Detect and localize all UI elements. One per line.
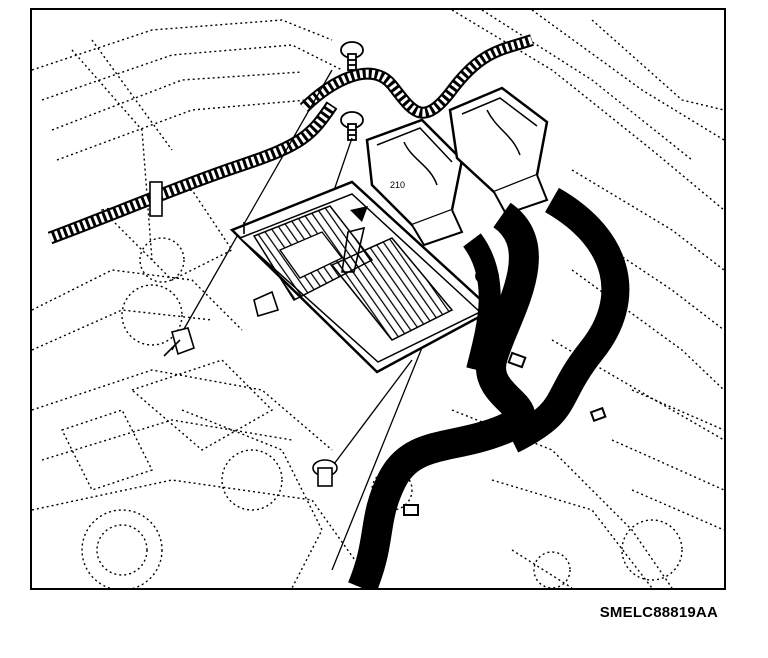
mounting-stud-left [163,327,195,357]
ecm-connector-right [448,86,549,216]
bolt-upper [340,41,364,71]
harness-clips [403,351,607,516]
mounting-stud-lower [312,459,338,487]
engine-control-module-icon [229,180,495,374]
engine-background [32,10,724,588]
upper-harness [299,34,534,119]
svg-text:210: 210 [390,180,405,190]
illustration-frame: 210 [30,8,726,590]
left-wiring-harness [47,101,338,245]
main-wiring-harness [348,187,630,588]
bolt-middle [340,111,364,141]
ecm-connector-left: 210 [365,118,464,247]
engine-compartment-illustration: 210 [32,10,724,588]
figure-code: SMELC88819AA [599,604,718,621]
